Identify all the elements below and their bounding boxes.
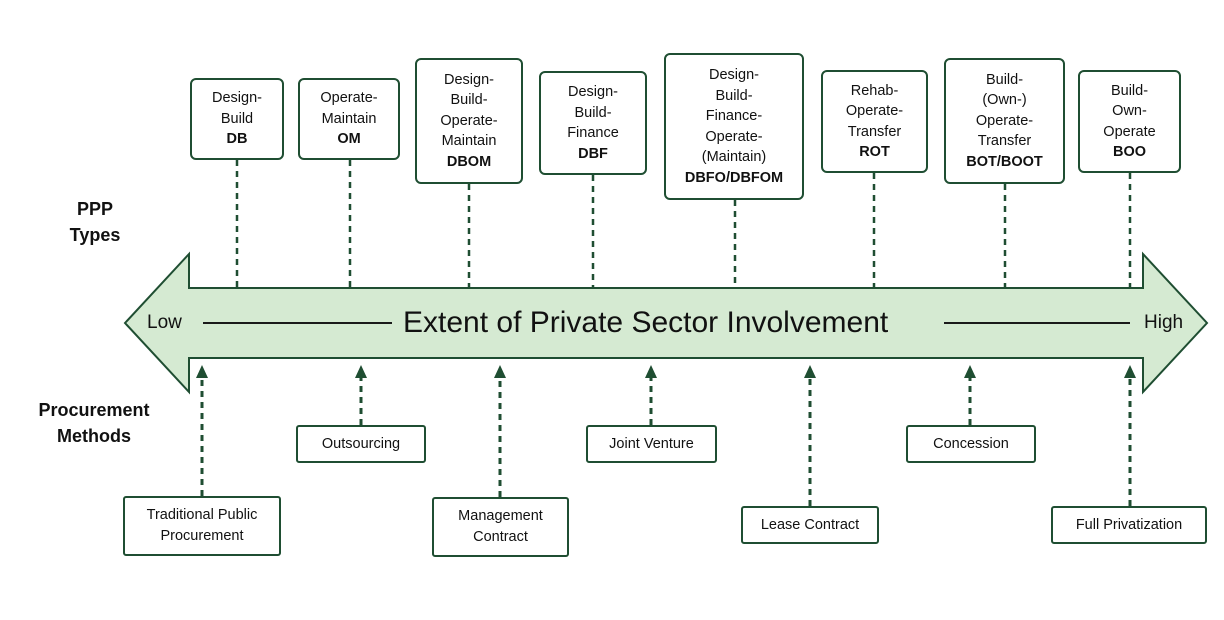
ppp-type-line: Operate- — [975, 112, 1034, 129]
ppp-type-om: Operate- Maintain OM — [298, 78, 400, 160]
arrowhead-icon — [804, 365, 816, 378]
ppp-type-line: Finance — [567, 125, 619, 141]
procurement-joint-venture: Joint Venture — [586, 425, 717, 463]
procurement-methods-label-line1: Procurement — [38, 400, 150, 420]
ppp-type-line: Build- — [985, 71, 1024, 88]
ppp-type-abbr: DB — [226, 131, 248, 148]
procurement-line: Lease Contract — [760, 516, 860, 533]
ppp-type-line: Build — [220, 110, 254, 127]
private-involvement-arrow — [123, 251, 1209, 395]
ppp-type-abbr: BOO — [1112, 144, 1147, 160]
procurement-methods-label: Procurement Methods — [28, 397, 160, 449]
ppp-type-line: Build- — [450, 92, 488, 109]
procurement-management-contract: Management Contract — [432, 497, 569, 557]
ppp-types-label-line1: PPP — [76, 199, 114, 219]
ppp-type-line: Build- — [1110, 82, 1149, 99]
ppp-type-abbr: BOT/BOOT — [966, 153, 1043, 170]
procurement-line: Joint Venture — [609, 435, 694, 452]
ppp-type-line: Operate- — [320, 90, 378, 107]
procurement-traditional-public: Traditional Public Procurement — [123, 496, 281, 556]
ppp-type-line: Maintain — [441, 133, 497, 150]
ppp-type-dbom: Design- Build- Operate- Maintain DBOM — [415, 58, 523, 184]
ppp-type-line: Maintain — [321, 110, 377, 127]
procurement-methods-label-line2: Methods — [57, 426, 131, 446]
ppp-type-line: (Own-) — [982, 92, 1027, 109]
ppp-type-line: Design- — [444, 71, 494, 88]
ppp-types-label-line2: Types — [69, 225, 121, 245]
axis-low-label: Low — [147, 312, 182, 333]
ppp-type-line: Transfer — [977, 133, 1032, 150]
arrowhead-icon — [355, 365, 367, 378]
arrowhead-icon — [1124, 365, 1136, 378]
arrowhead-icon — [196, 365, 208, 378]
ppp-type-abbr: OM — [337, 131, 361, 148]
ppp-type-bot-boot: Build- (Own-) Operate- Transfer BOT/BOOT — [944, 58, 1065, 184]
arrowhead-icon — [964, 365, 976, 378]
ppp-type-dbf: Design- Build- Finance DBF — [539, 71, 647, 175]
ppp-type-abbr: DBF — [578, 145, 608, 162]
procurement-line: Outsourcing — [321, 435, 401, 452]
ppp-type-line: Finance- — [705, 108, 763, 124]
ppp-type-line: Operate- — [440, 112, 498, 129]
procurement-concession: Concession — [906, 425, 1036, 463]
ppp-type-boo: Build- Own- Operate BOO — [1078, 70, 1181, 173]
procurement-outsourcing: Outsourcing — [296, 425, 426, 463]
ppp-type-abbr: ROT — [859, 144, 890, 160]
ppp-type-line: Design- — [212, 90, 262, 107]
ppp-type-line: Design- — [709, 67, 759, 83]
procurement-line: Management — [458, 508, 543, 524]
procurement-lease-contract: Lease Contract — [741, 506, 879, 544]
ppp-types-label: PPP Types — [52, 196, 138, 248]
ppp-type-line: Own- — [1112, 103, 1147, 119]
procurement-line: Procurement — [160, 528, 244, 544]
procurement-line: Concession — [933, 435, 1009, 452]
axis-high-label: High — [1144, 312, 1184, 333]
arrowhead-icon — [645, 365, 657, 378]
ppp-type-abbr: DBFO/DBFOM — [684, 169, 784, 186]
ppp-type-line: (Maintain) — [701, 149, 767, 165]
axis-title: Extent of Private Sector Involvement — [403, 306, 889, 339]
ppp-type-line: Transfer — [847, 123, 902, 140]
ppp-type-line: Design- — [568, 84, 618, 100]
procurement-line: Contract — [473, 529, 528, 545]
ppp-type-line: Operate- — [845, 103, 904, 119]
connectors — [200, 160, 1132, 506]
procurement-line: Full Privatization — [1075, 516, 1183, 533]
ppp-type-abbr: DBOM — [446, 153, 492, 170]
ppp-type-line: Operate- — [705, 128, 763, 145]
ppp-type-line: Build- — [574, 104, 612, 121]
arrowhead-icon — [494, 365, 506, 378]
ppp-type-line: Rehab- — [850, 82, 899, 99]
procurement-full-privatization: Full Privatization — [1051, 506, 1207, 544]
ppp-type-line: Build- — [715, 87, 753, 104]
ppp-type-db: Design- Build DB — [190, 78, 284, 160]
ppp-type-dbfo-dbfom: Design- Build- Finance- Operate- (Mainta… — [664, 53, 804, 200]
ppp-type-line: Operate — [1103, 123, 1156, 140]
ppp-type-rot: Rehab- Operate- Transfer ROT — [821, 70, 928, 173]
procurement-line: Traditional Public — [146, 507, 258, 523]
